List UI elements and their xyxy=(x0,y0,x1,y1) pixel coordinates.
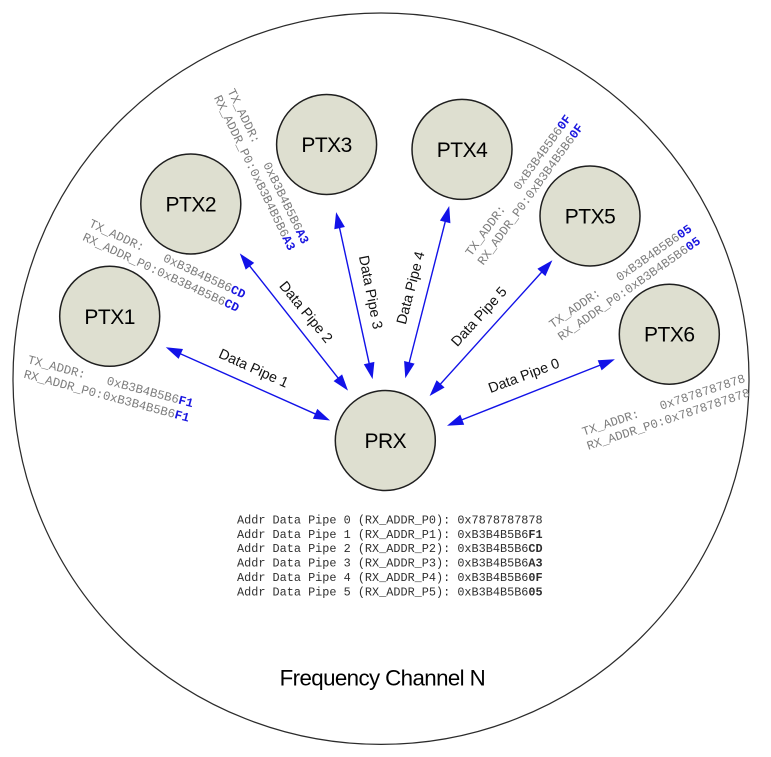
svg-text:PTX6: PTX6 xyxy=(644,324,695,347)
svg-text:PTX4: PTX4 xyxy=(437,139,488,162)
svg-text:PTX1: PTX1 xyxy=(84,306,135,329)
svg-text:Addr Data Pipe 5 (RX_ADDR_P5):: Addr Data Pipe 5 (RX_ADDR_P5): 0xB3B4B5B… xyxy=(237,585,543,599)
svg-text:Addr Data Pipe 4 (RX_ADDR_P4):: Addr Data Pipe 4 (RX_ADDR_P4): 0xB3B4B5B… xyxy=(237,571,543,585)
svg-text:PTX5: PTX5 xyxy=(565,206,616,229)
svg-text:Addr Data Pipe 1 (RX_ADDR_P1):: Addr Data Pipe 1 (RX_ADDR_P1): 0xB3B4B5B… xyxy=(237,528,543,542)
svg-text:Frequency Channel N: Frequency Channel N xyxy=(280,665,486,690)
svg-text:PTX2: PTX2 xyxy=(166,194,217,217)
svg-text:PRX: PRX xyxy=(364,430,406,453)
svg-text:PTX3: PTX3 xyxy=(301,134,352,157)
svg-text:Addr Data Pipe 2 (RX_ADDR_P2):: Addr Data Pipe 2 (RX_ADDR_P2): 0xB3B4B5B… xyxy=(237,542,543,556)
svg-text:Addr Data Pipe 0 (RX_ADDR_P0):: Addr Data Pipe 0 (RX_ADDR_P0): 0x7878787… xyxy=(237,513,543,527)
svg-text:Addr Data Pipe 3 (RX_ADDR_P3):: Addr Data Pipe 3 (RX_ADDR_P3): 0xB3B4B5B… xyxy=(237,557,543,571)
